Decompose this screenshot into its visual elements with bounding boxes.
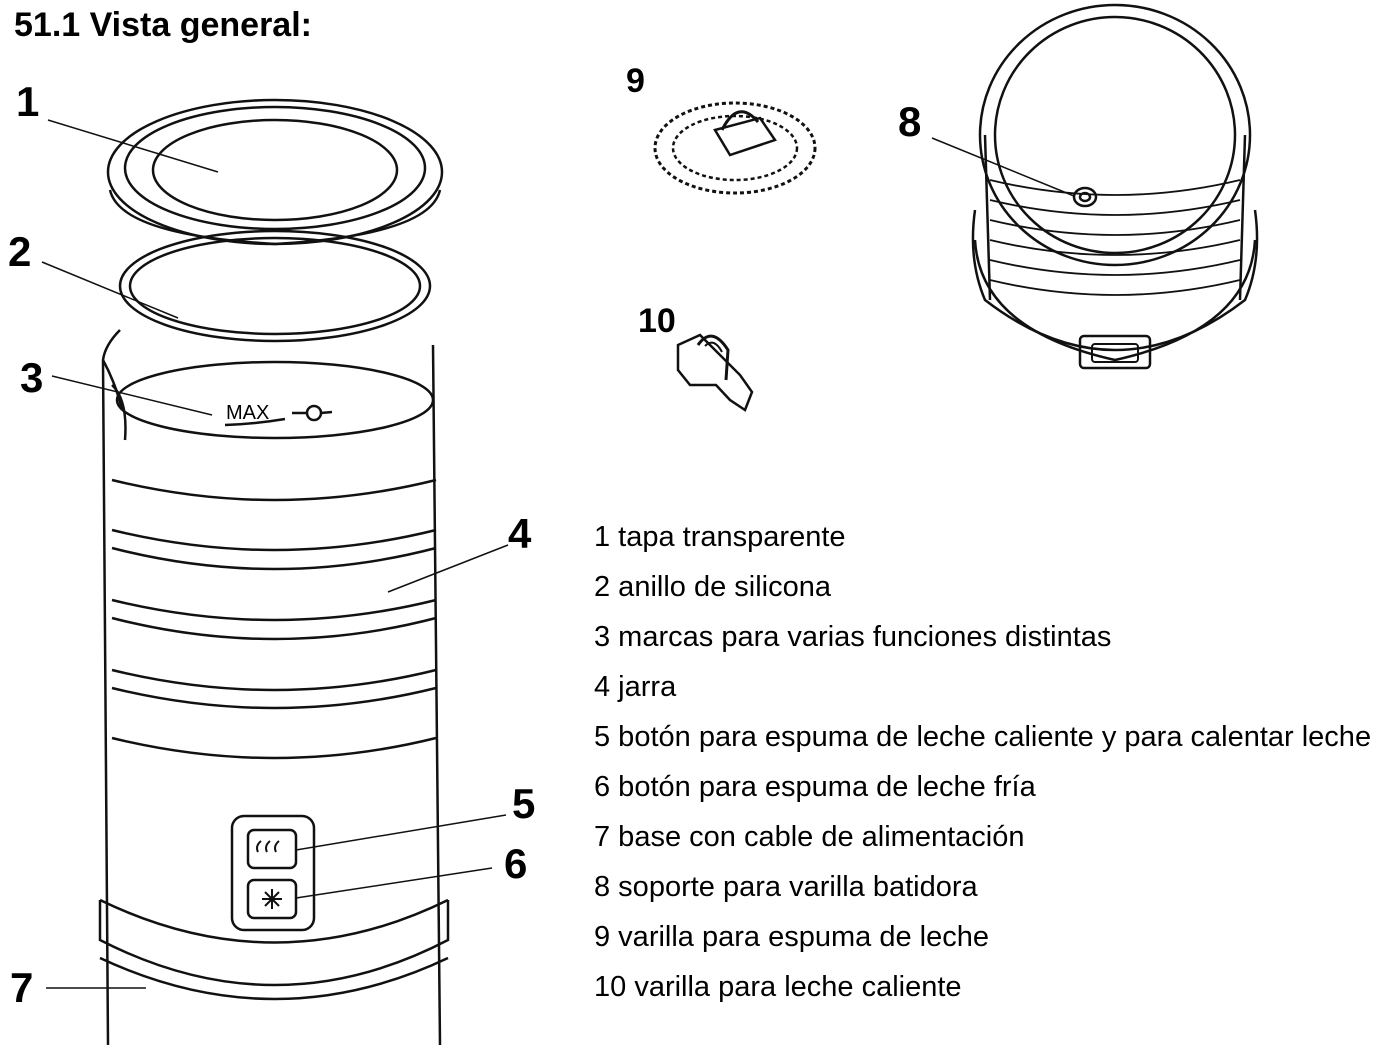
silicone-ring-icon [118, 229, 432, 343]
callout-9: 9 [626, 62, 645, 100]
callout-2: 2 [8, 228, 31, 275]
legend-item-5: 5 botón para espuma de leche caliente y … [594, 721, 1372, 753]
legend-item-9: 9 varilla para espuma de leche [594, 921, 989, 953]
legend-item-6: 6 botón para espuma de leche fría [594, 771, 1036, 803]
whisk-spring-icon [653, 101, 817, 195]
leader-lines [41, 119, 1075, 989]
hot-milk-whisk-icon [676, 333, 754, 412]
cold-froth-button-icon [246, 878, 298, 920]
callout-1: 1 [16, 78, 39, 125]
whisk-holder-icon [971, 3, 1259, 370]
callout-3: 3 [20, 354, 43, 401]
lid-icon [106, 98, 444, 246]
callout-7: 7 [10, 964, 33, 1011]
legend-item-1: 1 tapa transparente [594, 521, 846, 553]
jug-icon [98, 329, 450, 1046]
legend-item-7: 7 base con cable de alimentación [594, 821, 1025, 853]
hot-milk-button-icon [246, 828, 298, 870]
legend-item-3: 3 marcas para varias funciones distintas [594, 621, 1112, 653]
parts-legend: 1 tapa transparente 2 anillo de silicona… [594, 520, 1374, 1020]
control-panel [230, 814, 316, 932]
max-label: MAX [226, 402, 269, 424]
page-title: 51.1 Vista general: [14, 6, 312, 44]
callout-6: 6 [504, 840, 527, 887]
callout-8: 8 [898, 98, 921, 145]
callout-4: 4 [508, 510, 532, 557]
legend-item-8: 8 soporte para varilla batidora [594, 871, 978, 903]
legend-item-4: 4 jarra [594, 671, 677, 703]
callout-10: 10 [638, 302, 676, 340]
callout-5: 5 [512, 780, 535, 827]
legend-item-2: 2 anillo de silicona [594, 571, 831, 603]
max-fill-mark [224, 404, 333, 427]
legend-item-10: 10 varilla para leche caliente [594, 971, 962, 1003]
